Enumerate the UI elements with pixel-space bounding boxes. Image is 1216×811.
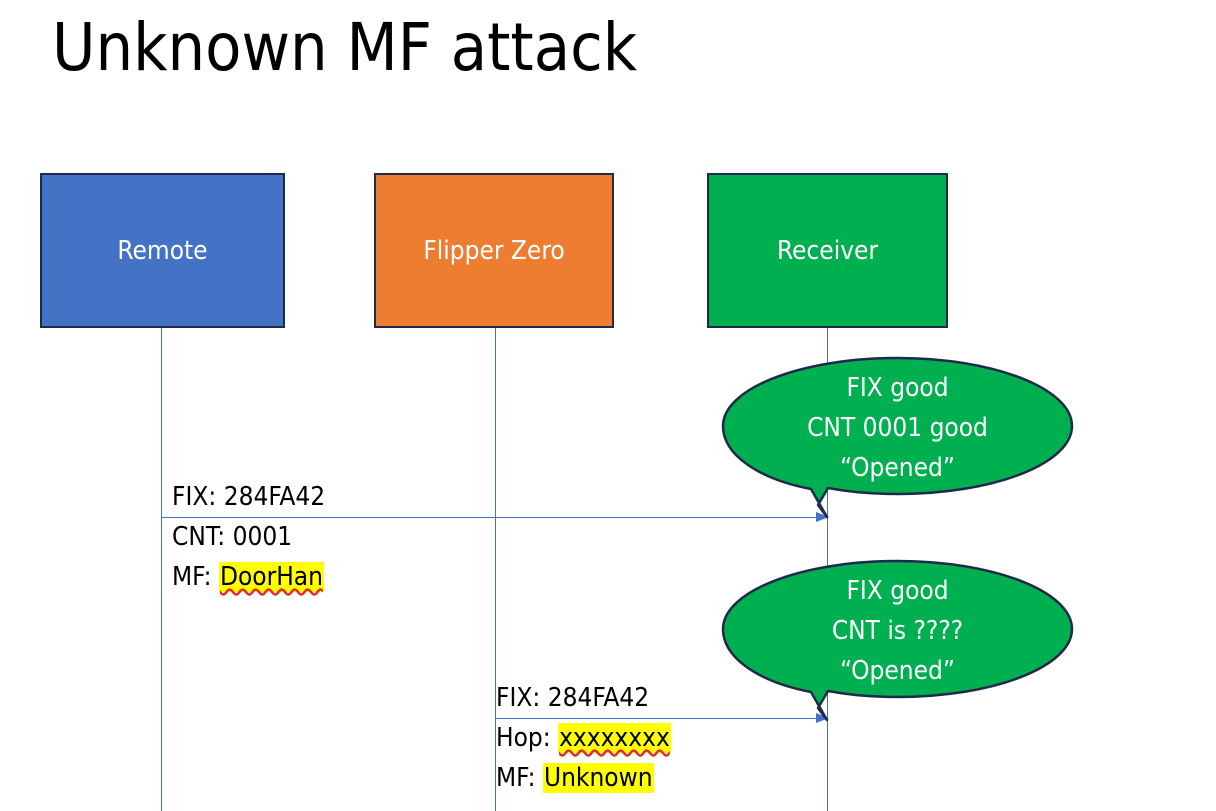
message-line-label: MF:	[496, 763, 536, 793]
page-title: Unknown MF attack	[52, 9, 638, 86]
message-line-fix: FIX: 284FA42	[496, 678, 671, 718]
speech-bubble-receiver-1[interactable]: FIX good CNT 0001 good “Opened”	[721, 356, 1074, 519]
message-line-label: FIX:	[172, 482, 217, 512]
message-line-value: 284FA42	[547, 683, 650, 713]
message-label-block-2: FIX: 284FA42 Hop: xxxxxxxx MF: Unknown	[496, 678, 671, 798]
message-line-fix: FIX: 284FA42	[172, 477, 325, 517]
speech-bubble-shape-icon	[721, 559, 1074, 722]
message-line-hop: Hop: xxxxxxxx	[496, 718, 671, 758]
message-line-label: Hop:	[496, 723, 551, 753]
actor-box-receiver[interactable]: Receiver	[707, 173, 948, 328]
message-line-cnt: CNT: 0001	[172, 517, 325, 557]
actor-label-flipper: Flipper Zero	[423, 235, 565, 266]
message-line-value: 0001	[232, 522, 293, 552]
message-line-value-highlighted: Unknown	[542, 763, 654, 793]
actor-box-flipper[interactable]: Flipper Zero	[374, 173, 614, 328]
message-line-mf: MF: Unknown	[496, 758, 671, 798]
message-line-value-highlighted: DoorHan	[218, 562, 324, 592]
actor-box-remote[interactable]: Remote	[40, 173, 285, 328]
message-line-label: CNT:	[172, 522, 226, 552]
speech-bubble-receiver-2[interactable]: FIX good CNT is ???? “Opened”	[721, 559, 1074, 722]
message-line-value-highlighted: xxxxxxxx	[558, 723, 671, 753]
speech-bubble-shape-icon	[721, 356, 1074, 519]
message-line-label: FIX:	[496, 683, 541, 713]
message-arrow-remote-to-receiver	[161, 512, 829, 522]
lifeline-flipper	[495, 328, 496, 811]
message-line-value: 284FA42	[223, 482, 326, 512]
actor-label-remote: Remote	[117, 235, 208, 266]
message-line-mf: MF: DoorHan	[172, 557, 325, 597]
message-arrow-flipper-to-receiver	[495, 713, 829, 723]
lifeline-remote	[161, 328, 162, 811]
message-line-label: MF:	[172, 562, 212, 592]
actor-label-receiver: Receiver	[776, 235, 879, 266]
message-label-block-1: FIX: 284FA42 CNT: 0001 MF: DoorHan	[172, 477, 325, 597]
